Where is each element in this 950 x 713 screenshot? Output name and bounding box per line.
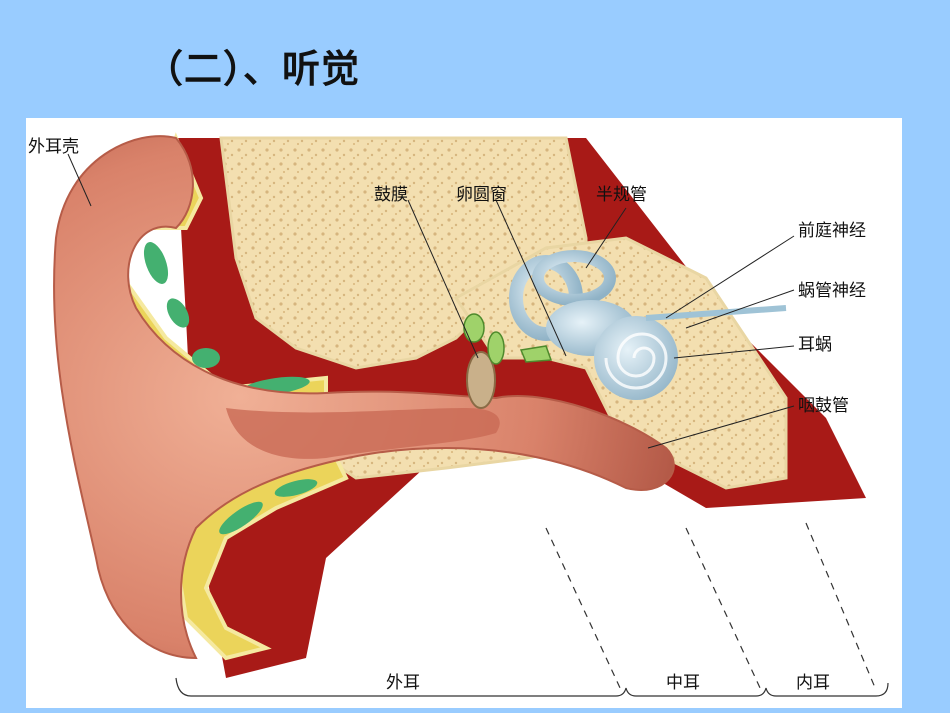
label-outer-shell: 外耳壳 <box>28 137 79 157</box>
region-separators <box>545 522 877 691</box>
temporal-bone-upper <box>219 136 588 370</box>
ossicles <box>463 313 553 365</box>
label-semicircular-canals: 半规管 <box>596 185 647 205</box>
region-middle-ear: 中耳 <box>666 673 700 693</box>
region-inner-ear: 内耳 <box>796 673 830 693</box>
slide-title: （二）、听觉 <box>145 47 361 91</box>
label-vestibular-nerve: 前庭神经 <box>798 221 866 241</box>
ear-anatomy-illustration: 外耳壳 鼓膜 卵圆窗 半规管 前庭神经 蜗管神经 耳蜗 咽鼓管 外耳 中耳 内耳 <box>28 132 889 697</box>
ear-diagram-panel: 外耳壳 鼓膜 卵圆窗 半规管 前庭神经 蜗管神经 耳蜗 咽鼓管 外耳 中耳 内耳 <box>26 118 902 708</box>
label-eardrum: 鼓膜 <box>374 185 408 205</box>
leader-lines <box>67 153 795 449</box>
label-cochlea: 耳蜗 <box>798 335 832 355</box>
region-outer-ear: 外耳 <box>386 673 420 693</box>
inner-ear-labyrinth <box>509 250 787 400</box>
label-cochlear-nerve: 蜗管神经 <box>798 281 866 301</box>
eardrum-shape <box>466 351 496 409</box>
ear-canal <box>226 408 500 459</box>
label-eustachian-tube: 咽鼓管 <box>798 396 849 416</box>
label-oval-window: 卵圆窗 <box>456 185 507 205</box>
region-bracket <box>175 677 889 697</box>
auricle-skin <box>53 135 675 660</box>
